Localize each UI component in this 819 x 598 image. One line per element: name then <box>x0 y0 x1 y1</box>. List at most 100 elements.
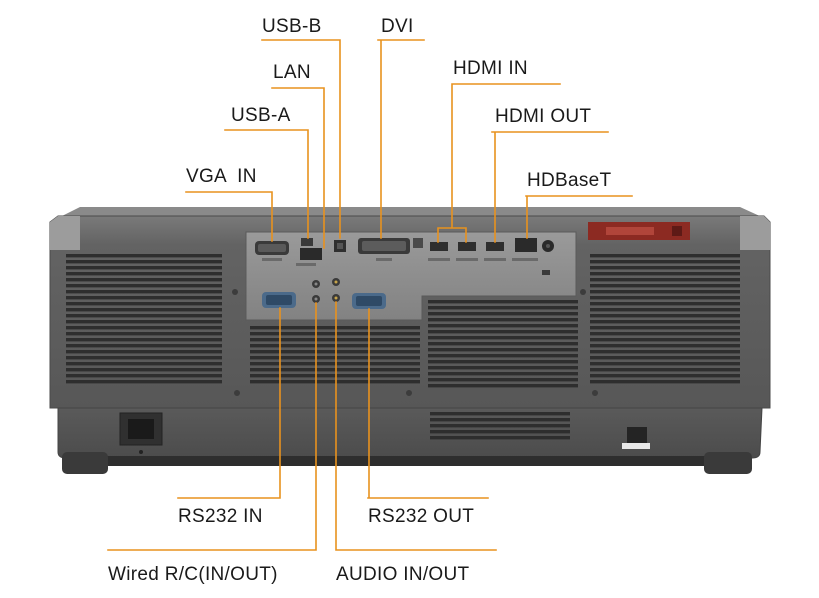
leader-vga-in <box>185 191 273 242</box>
vent-slat <box>430 424 570 428</box>
label-rs232-out: RS232 OUT <box>368 506 475 527</box>
leader-hdmi-in <box>437 83 561 243</box>
vent-slat <box>430 436 570 440</box>
vent-slat <box>428 324 578 328</box>
vent-slat <box>66 290 222 294</box>
usb-b-port <box>334 240 346 252</box>
vent-slat <box>66 284 222 288</box>
vent-slat <box>430 430 570 434</box>
wired-rc-jacks <box>312 280 320 303</box>
vent-slat <box>590 374 740 378</box>
leader-audio <box>335 301 497 551</box>
usb-a-port <box>301 238 313 246</box>
vent-slat <box>428 366 578 370</box>
vent-slat <box>428 372 578 376</box>
rs232-in-port <box>262 292 296 308</box>
dvi-port <box>358 238 423 261</box>
screws <box>232 289 598 396</box>
vent-slat <box>66 326 222 330</box>
label-wired-rc: Wired R/C(IN/OUT) <box>108 564 278 585</box>
vent-slat <box>250 350 420 354</box>
label-audio-inout: AUDIO IN/OUT <box>336 564 470 585</box>
vent-slat <box>66 320 222 324</box>
hdbaset-port <box>512 238 538 261</box>
label-hdbaset: HDBaseT <box>527 170 612 191</box>
vent-slat <box>590 314 740 318</box>
power-inlet <box>119 412 163 454</box>
round-port <box>542 240 554 275</box>
vent-slat <box>66 254 222 258</box>
vent-slat <box>428 378 578 382</box>
leader-rs232-out <box>367 308 489 499</box>
vent-slat <box>590 266 740 270</box>
vent-slat <box>428 360 578 364</box>
lan-port <box>296 248 322 266</box>
vent-slat <box>250 338 420 342</box>
vent-slat <box>66 350 222 354</box>
vent-slat <box>66 344 222 348</box>
label-usb-b: USB-B <box>262 16 322 37</box>
left-foot <box>62 452 108 474</box>
vent-slat <box>430 412 570 416</box>
vent-slat <box>66 368 222 372</box>
vent-slat <box>66 278 222 282</box>
leader-hdbaset <box>525 195 633 239</box>
vent-slat <box>428 312 578 316</box>
vent-slat <box>590 326 740 330</box>
vent-slat <box>590 362 740 366</box>
io-panel <box>245 231 577 321</box>
vent-slat <box>66 338 222 342</box>
vent-slat <box>590 338 740 342</box>
leader-rs232-in <box>177 307 281 499</box>
center-vent-grille <box>250 300 578 388</box>
security-slot <box>622 427 650 449</box>
right-vent-grille <box>590 254 740 384</box>
vga-in-port <box>255 241 289 261</box>
vent-slat <box>430 418 570 422</box>
vent-slat <box>66 308 222 312</box>
vent-slat <box>590 284 740 288</box>
vent-slat <box>66 266 222 270</box>
vent-slat <box>590 332 740 336</box>
label-rs232-in: RS232 IN <box>178 506 263 527</box>
vent-slat <box>590 320 740 324</box>
leader-usb-a <box>224 129 309 239</box>
vent-slat <box>428 330 578 334</box>
vent-slat <box>428 336 578 340</box>
vent-slat <box>66 260 222 264</box>
label-dvi: DVI <box>381 16 414 37</box>
vent-slat <box>590 302 740 306</box>
leader-hdmi-out <box>491 131 609 243</box>
vent-slat <box>250 368 420 372</box>
vent-slat <box>66 362 222 366</box>
vent-slat <box>66 374 222 378</box>
vent-slat <box>250 332 420 336</box>
leader-lan <box>271 87 325 249</box>
lower-vent-grille <box>430 412 570 440</box>
vent-slat <box>590 260 740 264</box>
rs232-out-port <box>352 293 386 309</box>
vent-slat <box>250 374 420 378</box>
audio-jacks <box>332 278 340 302</box>
vent-slat <box>66 332 222 336</box>
vent-slat <box>590 350 740 354</box>
leader-dvi <box>377 39 425 239</box>
vent-slat <box>590 290 740 294</box>
vent-slat <box>250 380 420 384</box>
leader-wired-rc <box>107 302 317 551</box>
vent-slat <box>66 380 222 384</box>
vent-slat <box>250 344 420 348</box>
vent-slat <box>590 368 740 372</box>
vent-slat <box>590 344 740 348</box>
label-hdmi-out: HDMI OUT <box>495 106 592 127</box>
hdmi-out-port <box>484 242 506 261</box>
vent-slat <box>590 296 740 300</box>
vent-slat <box>66 356 222 360</box>
vent-slat <box>428 384 578 388</box>
hdmi-in-ports <box>428 242 478 261</box>
vent-slat <box>590 254 740 258</box>
vent-slat <box>66 314 222 318</box>
label-vga-in: VGA IN <box>186 166 257 187</box>
